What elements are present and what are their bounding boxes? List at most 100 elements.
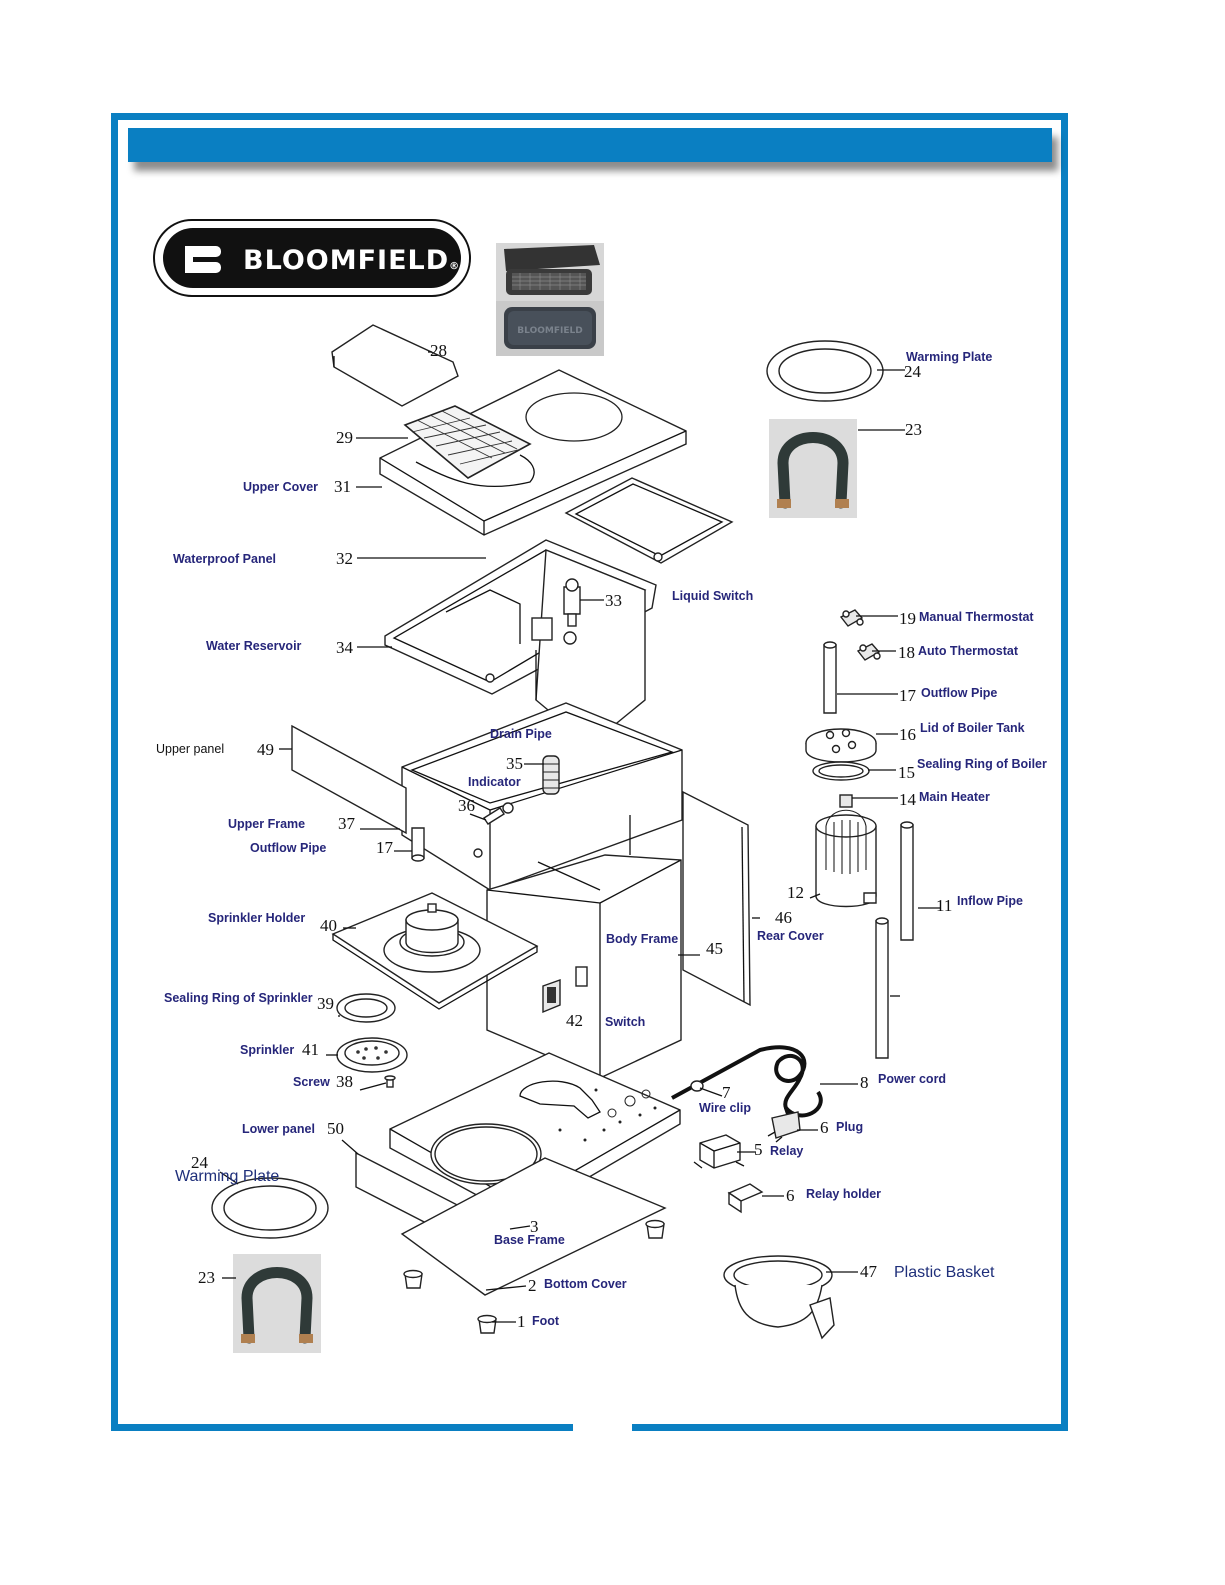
part-warming-plate-24-bottom [211,1177,329,1239]
label-upper-cover: Upper Cover [243,480,318,494]
number-50: 50 [327,1119,344,1138]
number-47: 47 [860,1262,878,1281]
label-warming-plate-bottom: Warming Plate [175,1168,279,1185]
part-water-reservoir-34 [384,539,657,756]
number-34: 34 [336,638,354,657]
label-switch: Switch [605,1015,645,1029]
number-24-bottom: 24 [191,1153,209,1172]
number-35: 35 [506,754,523,773]
number-6-relay-holder: 6 [786,1186,795,1205]
part-indicator-35 [542,755,560,795]
label-lower-panel: Lower panel [242,1122,315,1136]
number-29: 29 [336,428,353,447]
number-36: 36 [458,796,475,815]
part-screw-38 [384,1075,396,1088]
number-38: 38 [336,1072,353,1091]
part-warming-plate-24-top [766,340,884,402]
label-warming-plate-top: Warming Plate [906,350,992,364]
number-15: 15 [898,763,915,782]
heater-ring-photo-bottom [233,1254,321,1353]
label-relay: Relay [770,1144,803,1158]
label-sprinkler: Sprinkler [240,1043,294,1057]
number-7: 7 [722,1083,731,1102]
label-plastic-basket: Plastic Basket [894,1264,995,1281]
number-3: 3 [530,1217,539,1236]
part-auto-thermostat-18 [856,643,881,661]
bloomfield-mark-icon [185,246,221,273]
number-41: 41 [302,1040,319,1059]
brand-name: BLOOMFIELD [243,245,450,276]
label-sealing-ring-sprinkler: Sealing Ring of Sprinkler [164,991,313,1005]
photo-lid-text: BLOOMFIELD [517,326,582,336]
label-power-cord: Power cord [878,1072,946,1086]
part-outflow-pipe-17-left [411,827,425,862]
label-water-reservoir: Water Reservoir [206,639,302,653]
label-indicator: Indicator [468,775,521,789]
number-31: 31 [334,477,351,496]
number-19: 19 [899,609,916,628]
label-manual-thermostat: Manual Thermostat [919,610,1034,624]
number-1: 1 [517,1312,526,1331]
label-outflow-pipe-left: Outflow Pipe [250,841,326,855]
number-46: 46 [775,908,792,927]
label-drain-pipe: Drain Pipe [490,727,552,741]
number-2: 2 [528,1276,537,1295]
number-37: 37 [338,814,356,833]
number-23-bottom: 23 [198,1268,215,1287]
page-frame [111,113,1068,1431]
label-sprinkler-holder: Sprinkler Holder [208,911,305,925]
number-11: 11 [936,896,952,915]
part-upper-panel-49 [291,724,407,835]
label-waterproof-panel: Waterproof Panel [173,552,276,566]
number-14: 14 [899,790,917,809]
part-36 [483,802,514,825]
part-sprinkler-41 [336,1037,408,1073]
number-6-plug: 6 [820,1118,829,1137]
part-main-heater-14-and-tank-12 [815,794,877,908]
part-sealing-ring-boiler-15 [812,761,870,781]
label-relay-holder: Relay holder [806,1187,881,1201]
page-frame-bottom-left [111,1424,573,1431]
part-relay-holder-6 [727,1183,764,1214]
part-filter-grid-29 [403,405,532,479]
page-frame-bottom-right [632,1424,1068,1431]
label-upper-frame: Upper Frame [228,817,305,831]
number-17-right: 17 [899,686,917,705]
number-39: 39 [317,994,334,1013]
label-outflow-pipe-right: Outflow Pipe [921,686,997,700]
number-42: 42 [566,1011,583,1030]
label-liquid-switch: Liquid Switch [672,589,753,603]
number-16: 16 [899,725,916,744]
label-upper-panel: Upper panel [156,742,224,756]
part-relay-5 [693,1134,745,1169]
number-8: 8 [860,1073,869,1092]
number-12: 12 [787,883,804,902]
number-18: 18 [898,643,915,662]
label-wire-clip: Wire clip [699,1101,751,1115]
number-24-top: 24 [904,362,922,381]
label-foot: Foot [532,1314,560,1328]
part-waterproof-panel-32 [564,477,734,564]
part-plastic-basket-47 [723,1255,835,1340]
part-sealing-ring-39 [336,993,396,1023]
part-liquid-switch-33 [563,578,581,627]
label-plug: Plug [836,1120,863,1134]
label-lid-boiler-tank: Lid of Boiler Tank [920,721,1025,735]
heater-ring-photo-top [769,419,857,518]
part-bottom-cover-2 [400,1157,667,1296]
brand-registered: ® [449,261,461,272]
filter-lid-photo: BLOOMFIELD [496,243,604,356]
part-manual-thermostat-19 [839,609,864,627]
part-boiler-lid-16 [805,728,877,763]
part-inflow-pipe-11 [900,821,914,941]
part-sprinkler-holder-40 [331,892,539,1010]
number-32: 32 [336,549,353,568]
label-base-frame: Base Frame [494,1233,565,1247]
title-bar [128,128,1052,162]
part-base-frame-3 [389,1052,681,1219]
label-bottom-cover: Bottom Cover [544,1277,627,1291]
number-17-left: 17 [376,838,394,857]
part-upper-cover-31 [379,369,687,536]
number-33: 33 [605,591,622,610]
